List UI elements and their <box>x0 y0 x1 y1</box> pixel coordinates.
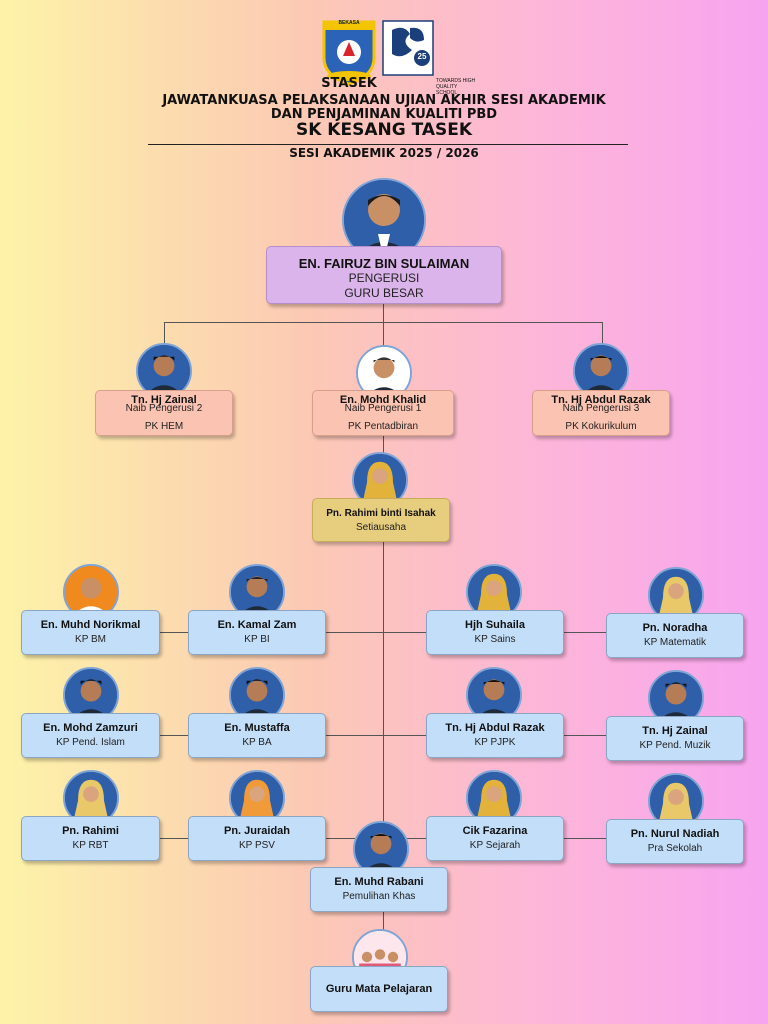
member-role-2: KP BI <box>244 634 270 645</box>
member-name-11: Cik Fazarina <box>462 825 528 837</box>
member-box-8: Tn. Hj Zainal KP Pend. Muzik <box>606 716 744 761</box>
deputy-role2-3: PK Kokurikulum <box>565 421 637 432</box>
member-role-8: KP Pend. Muzik <box>639 740 711 751</box>
member-box-1: En. Muhd Norikmal KP BM <box>21 610 160 655</box>
deputy-box-2: En. Mohd Khalid Naib Pengerusi 1 PK Pent… <box>312 390 454 436</box>
connector <box>326 632 426 633</box>
school-name: SK KESANG TASEK <box>295 120 473 140</box>
member-name-5: En. Mohd Zamzuri <box>43 722 138 734</box>
chair-role1: PENGERUSI <box>348 271 420 285</box>
teachers-name: Guru Mata Pelajaran <box>325 983 433 995</box>
rabani-role: Pemulihan Khas <box>342 891 416 902</box>
member-role-7: KP PJPK <box>474 737 516 748</box>
member-name-7: Tn. Hj Abdul Razak <box>445 722 545 734</box>
deputy-role1-3: Naib Pengerusi 3 <box>562 403 640 414</box>
member-name-4: Pn. Noradha <box>642 622 708 634</box>
member-box-11: Cik Fazarina KP Sejarah <box>426 816 564 861</box>
member-role-3: KP Sains <box>474 634 516 645</box>
member-box-12: Pn. Nurul Nadiah Pra Sekolah <box>606 819 744 864</box>
member-name-6: En. Mustaffa <box>224 722 290 734</box>
member-box-4: Pn. Noradha KP Matematik <box>606 613 744 658</box>
teachers-box: Guru Mata Pelajaran <box>310 966 448 1012</box>
member-role-11: KP Sejarah <box>469 840 521 851</box>
member-name-8: Tn. Hj Zainal <box>642 725 708 737</box>
deputy-role1-1: Naib Pengerusi 2 <box>125 403 203 414</box>
member-role-9: KP RBT <box>72 840 109 851</box>
member-box-2: En. Kamal Zam KP BI <box>188 610 326 655</box>
member-box-3: Hjh Suhaila KP Sains <box>426 610 564 655</box>
connector <box>160 838 188 839</box>
member-role-10: KP PSV <box>239 840 275 851</box>
deputy-role2-1: PK HEM <box>144 421 184 432</box>
deputy-name-3: Tn. Hj Abdul Razak <box>551 394 651 406</box>
deputy-role2-2: PK Pentadbiran <box>347 421 419 432</box>
rabani-box: En. Muhd Rabani Pemulihan Khas <box>310 867 448 912</box>
logo1-text: STASEK <box>321 76 377 91</box>
member-box-6: En. Mustaffa KP BA <box>188 713 326 758</box>
secretary-avatar <box>352 452 408 508</box>
deputy-avatar-1 <box>136 343 192 399</box>
member-name-3: Hjh Suhaila <box>465 619 525 631</box>
school-crest-logo <box>318 18 380 90</box>
connector <box>383 304 384 324</box>
deputy-box-3: Tn. Hj Abdul Razak Naib Pengerusi 3 PK K… <box>532 390 670 436</box>
deputy-name-2: En. Mohd Khalid <box>339 394 427 406</box>
deputy-name-1: Tn. Hj Zainal <box>131 394 197 406</box>
member-box-5: En. Mohd Zamzuri KP Pend. Islam <box>21 713 160 758</box>
deputy-box-1: Tn. Hj Zainal Naib Pengerusi 2 PK HEM <box>95 390 233 436</box>
title-line1: JAWATANKUASA PELAKSANAAN UJIAN AKHIR SES… <box>162 93 606 108</box>
connector <box>564 632 606 633</box>
chair-role2: GURU BESAR <box>344 286 424 300</box>
member-name-9: Pn. Rahimi <box>62 825 119 837</box>
chair-box: EN. FAIRUZ BIN SULAIMAN PENGERUSI GURU B… <box>266 246 502 304</box>
connector <box>160 735 188 736</box>
member-box-7: Tn. Hj Abdul Razak KP PJPK <box>426 713 564 758</box>
deputy-avatar-3 <box>573 343 629 399</box>
secretary-role: Setiausaha <box>355 522 407 533</box>
connector <box>326 735 426 736</box>
quality-school-logo <box>382 20 434 76</box>
connector <box>383 542 384 966</box>
member-role-4: KP Matematik <box>643 637 707 648</box>
member-role-5: KP Pend. Islam <box>56 737 125 748</box>
member-box-10: Pn. Juraidah KP PSV <box>188 816 326 861</box>
header-divider-top <box>148 144 628 145</box>
title-line2: DAN PENJAMINAN KUALITI PBD <box>270 107 498 122</box>
connector <box>564 838 606 839</box>
logo1-banner: BEKASA <box>338 20 360 26</box>
rabani-name: En. Muhd Rabani <box>334 876 424 888</box>
member-role-12: Pra Sekolah <box>647 843 703 854</box>
connector <box>383 436 384 454</box>
connector <box>383 322 384 346</box>
member-name-12: Pn. Nurul Nadiah <box>630 828 720 840</box>
session-title: SESI AKADEMIK 2025 / 2026 <box>289 146 479 160</box>
member-name-2: En. Kamal Zam <box>217 619 297 631</box>
member-name-10: Pn. Juraidah <box>223 825 291 837</box>
connector <box>164 322 165 346</box>
member-role-1: KP BM <box>75 634 106 645</box>
chair-name: EN. FAIRUZ BIN SULAIMAN <box>298 256 470 271</box>
member-box-9: Pn. Rahimi KP RBT <box>21 816 160 861</box>
member-role-6: KP BA <box>242 737 272 748</box>
secretary-name: Pn. Rahimi binti Isahak <box>326 508 436 519</box>
connector <box>602 322 603 346</box>
connector <box>564 735 606 736</box>
logo2-caption: TOWARDS HIGH QUALITY SCHOOL <box>436 78 476 96</box>
logo2-number: 25 <box>417 52 427 61</box>
secretary-box: Pn. Rahimi binti Isahak Setiausaha <box>312 498 450 542</box>
deputy-role1-2: Naib Pengerusi 1 <box>344 403 422 414</box>
member-name-1: En. Muhd Norikmal <box>40 619 141 631</box>
member-avatar-6 <box>229 667 285 723</box>
connector <box>160 632 188 633</box>
